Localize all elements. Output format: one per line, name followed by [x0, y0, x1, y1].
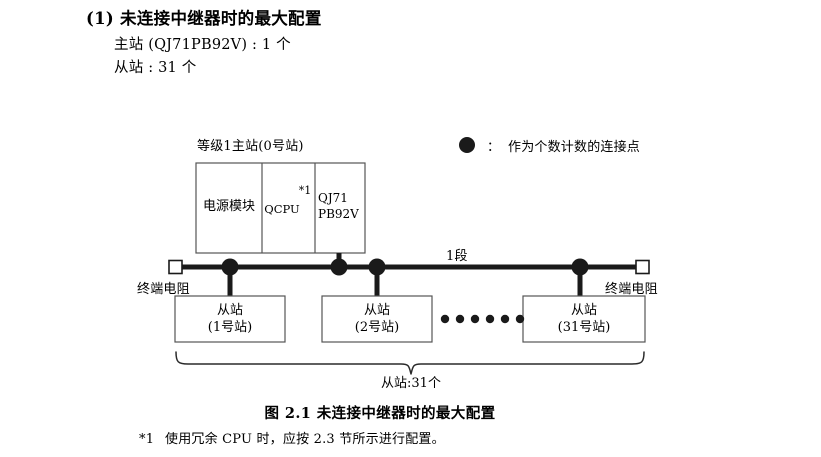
slave-31-label-line1: 从站 — [570, 303, 597, 318]
slave-31-label-line2: (31号站) — [557, 320, 611, 335]
figure-caption: 图 2.1 未连接中继器时的最大配置 — [264, 405, 496, 422]
slave-1-label-line2: (1号站) — [207, 320, 253, 335]
qcpu-module-label: QCPU — [264, 202, 300, 216]
power-module-label: 电源模块 — [202, 199, 255, 214]
footnote: *1 使用冗余 CPU 时，应按 2.3 节所示进行配置。 — [139, 428, 445, 447]
network-configuration-diagram: 等级1主站(0号站) 电源模块 QCPU *1 QJ71 PB92V 1段 终端… — [0, 118, 821, 408]
slave-station-spec: 从站 : 31 个 — [114, 59, 197, 76]
page-title: (1) 未连接中继器时的最大配置 — [86, 9, 322, 28]
slave-1-label-line1: 从站 — [216, 303, 243, 318]
slave-2-label-line2: (2号站) — [354, 320, 400, 335]
segment-label: 1段 — [446, 249, 468, 264]
legend-text: 作为个数计数的连接点 — [508, 140, 641, 155]
slave-2-label-line1: 从站 — [363, 303, 390, 318]
master-station-label: 等级1主站(0号站) — [197, 139, 304, 154]
terminator-right-label: 终端电阻 — [605, 282, 658, 297]
ellipsis-dots — [440, 314, 525, 324]
footnote-mark: *1 — [139, 432, 155, 447]
connection-node-master — [330, 258, 348, 276]
diagram-canvas — [168, 137, 650, 375]
network-module-label-line2: PB92V — [318, 207, 359, 221]
brace-label: 从站:31个 — [381, 376, 441, 391]
heading-block: (1) 未连接中继器时的最大配置 主站 (QJ71PB92V) : 1 个 从站… — [86, 8, 686, 79]
master-rack-outline — [195, 162, 366, 254]
network-module-label-line1: QJ71 — [318, 191, 348, 205]
footnote-text: 使用冗余 CPU 时，应按 2.3 节所示进行配置。 — [165, 432, 445, 447]
slave-box-1 — [174, 295, 286, 343]
terminator-left-icon — [168, 259, 183, 275]
qcpu-footnote-mark: *1 — [298, 184, 312, 197]
legend-separator: ： — [487, 140, 501, 155]
legend-filled-circle-icon — [459, 137, 475, 153]
terminator-left-label: 终端电阻 — [137, 282, 190, 297]
slave-box-31 — [522, 295, 646, 343]
slave-count-brace — [175, 351, 645, 375]
master-station-spec: 主站 (QJ71PB92V) : 1 个 — [114, 37, 291, 54]
terminator-right-icon — [635, 259, 650, 275]
slave-box-2 — [321, 295, 433, 343]
